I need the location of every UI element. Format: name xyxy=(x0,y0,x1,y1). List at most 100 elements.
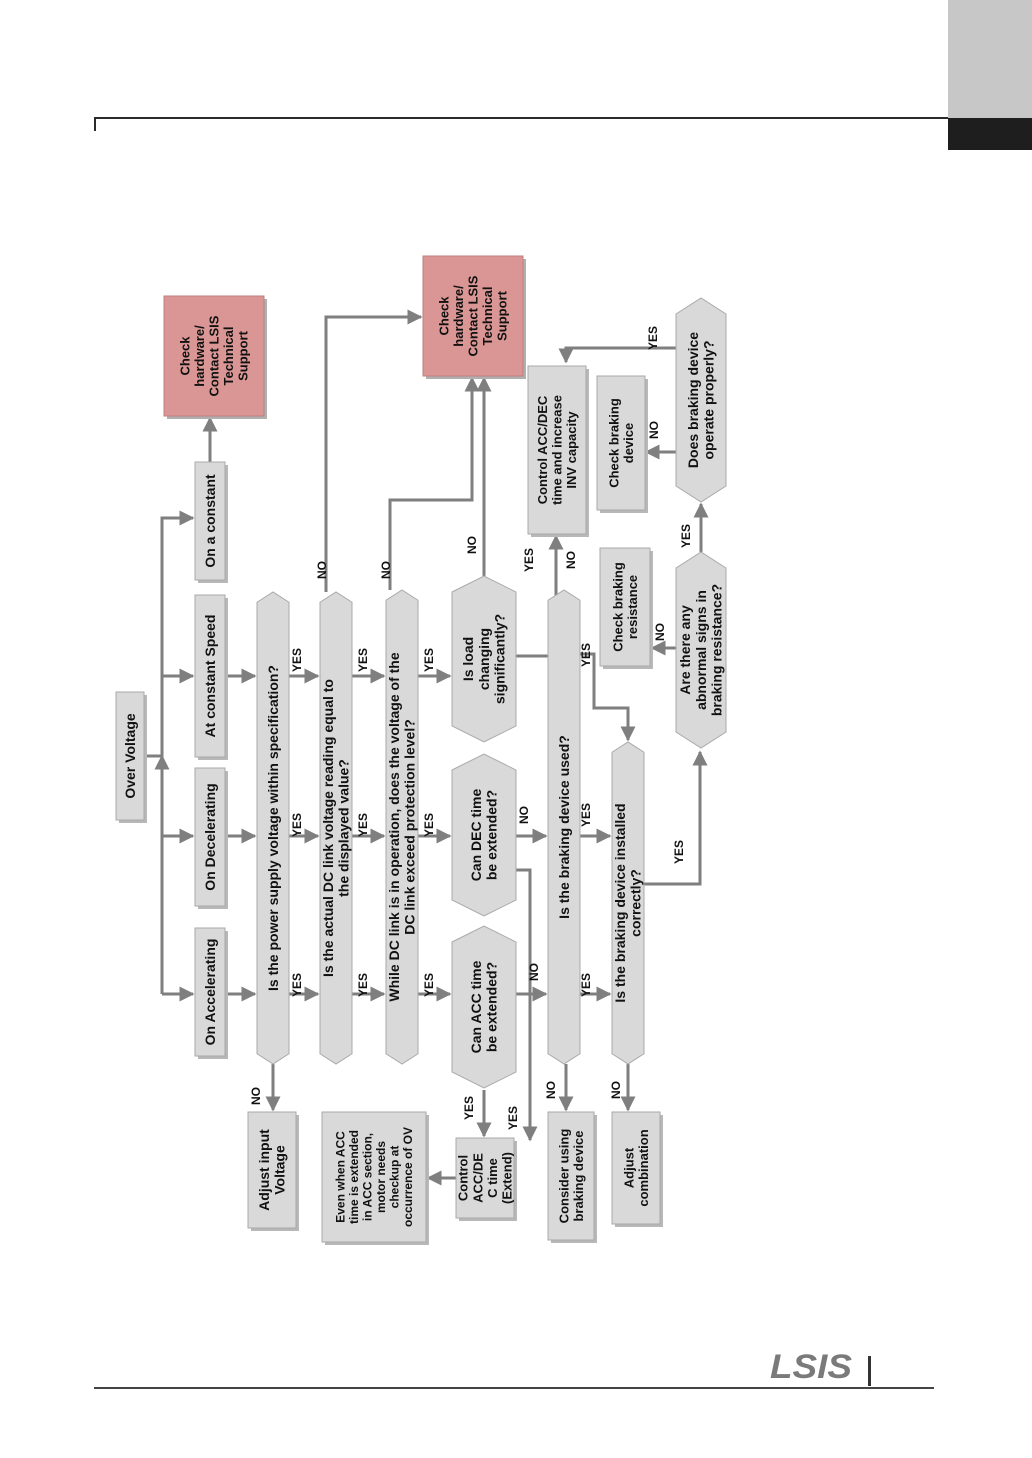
node-label-line: Check braking xyxy=(606,398,621,488)
node-label-line: be extended? xyxy=(484,790,500,880)
decision-shape xyxy=(611,741,645,1065)
header-rule xyxy=(94,117,948,119)
process-box xyxy=(455,1137,515,1219)
node-on-decelerating: On Decelerating xyxy=(194,767,228,909)
node-label-line: Voltage xyxy=(272,1145,288,1195)
decision-shape xyxy=(319,591,353,1065)
node-q-braking-operate: Does braking deviceoperate properly? xyxy=(675,297,727,503)
node-label-line: Control xyxy=(456,1155,471,1201)
node-label-line: Is the power supply voltage within speci… xyxy=(265,665,281,991)
node-label-line: Is the actual DC link voltage reading eq… xyxy=(320,679,336,977)
node-label-line: At constant Speed xyxy=(202,615,218,738)
node-label: Control ACC/DECtime and increaseINV capa… xyxy=(535,395,579,505)
yes-label: YES xyxy=(579,803,593,827)
node-label-line: ACC/DE xyxy=(470,1153,485,1203)
yes-label: YES xyxy=(646,326,660,350)
no-label: NO xyxy=(564,551,578,569)
node-label-line: Check xyxy=(436,296,451,336)
node-label: Checkhardware/Contact LSISTechnicalSuppo… xyxy=(436,275,509,356)
node-label-line: be extended? xyxy=(484,962,500,1052)
no-label: NO xyxy=(609,1081,623,1099)
process-box xyxy=(247,1111,297,1229)
no-label: NO xyxy=(249,1087,263,1105)
process-box xyxy=(115,691,145,821)
node-label-line: Control ACC/DEC xyxy=(535,395,550,504)
node-label-line: INV capacity xyxy=(564,411,579,489)
node-label-line: hardware/ xyxy=(192,325,207,387)
node-on-a-constant: On a constant xyxy=(194,461,228,583)
yes-label: YES xyxy=(422,648,436,672)
yes-label: YES xyxy=(672,840,686,864)
node-label-line: motor needs xyxy=(374,1141,388,1213)
lsis-logo-text: LSIS xyxy=(770,1348,852,1386)
node-label-line: device xyxy=(621,423,636,463)
node-label-line: Check braking xyxy=(610,562,625,652)
header-rule-tick xyxy=(94,117,96,131)
node-label: On Decelerating xyxy=(202,783,218,890)
node-label-line: checkup at xyxy=(387,1146,401,1209)
node-q-dc-link-protection: While DC link is in operation, does the … xyxy=(385,589,419,1065)
node-label: On Accelerating xyxy=(202,939,218,1046)
node-q-load-changing: Is loadchangingsignificantly? xyxy=(451,575,517,743)
node-label-line: correctly? xyxy=(628,869,644,937)
node-label-line: Is the braking device used? xyxy=(556,735,572,919)
connector-arrow xyxy=(145,510,195,758)
node-label-line: Does braking device xyxy=(685,332,701,468)
no-label: NO xyxy=(379,561,393,579)
node-label-line: (Extend) xyxy=(499,1152,514,1204)
decision-shape xyxy=(451,575,517,743)
node-label-line: combination xyxy=(636,1129,651,1206)
node-label: Consider usingbraking device xyxy=(556,1129,586,1224)
node-q-dec-time: Can DEC timebe extended? xyxy=(451,753,517,917)
no-label: NO xyxy=(315,561,329,579)
process-box xyxy=(194,594,226,758)
process-box xyxy=(527,365,587,535)
node-over-voltage: Over Voltage xyxy=(115,691,147,823)
node-label: Adjust inputVoltage xyxy=(256,1129,288,1211)
node-label: Is the power supply voltage within speci… xyxy=(265,665,281,991)
no-label: NO xyxy=(465,536,479,554)
no-label: NO xyxy=(647,421,661,439)
node-label: Over Voltage xyxy=(122,713,138,799)
node-on-accelerating: On Accelerating xyxy=(194,927,228,1059)
yes-label: YES xyxy=(422,813,436,837)
connector-arrow xyxy=(324,309,423,592)
decision-shape xyxy=(547,589,581,1065)
no-label: NO xyxy=(544,1081,558,1099)
node-label-line: Technical xyxy=(480,286,495,345)
node-label-line: time is extended xyxy=(347,1130,361,1224)
decision-shape xyxy=(451,925,517,1089)
node-label: Can DEC timebe extended? xyxy=(468,789,500,882)
yes-label: YES xyxy=(290,973,304,997)
node-label-line: Check xyxy=(177,336,192,376)
node-label: At constant Speed xyxy=(202,615,218,738)
decision-shape xyxy=(451,753,517,917)
node-label-line: DC link exceed protection level? xyxy=(402,719,418,935)
node-label-line: operate properly? xyxy=(701,340,717,459)
node-check-braking-device: Check brakingdevice xyxy=(596,375,648,513)
node-label-line: in ACC section, xyxy=(361,1133,375,1221)
node-label: Check brakingdevice xyxy=(606,398,636,488)
node-label-line: Can ACC time xyxy=(468,960,484,1053)
process-box xyxy=(547,1111,595,1241)
node-q-dc-link-reading: Is the actual DC link voltage reading eq… xyxy=(319,591,353,1065)
node-q-abnormal-signs: Are there anyabnormal signs inbraking re… xyxy=(675,551,727,749)
support-box xyxy=(163,295,265,417)
yes-label: YES xyxy=(506,1106,520,1130)
support-box xyxy=(422,255,524,377)
node-label-line: Can DEC time xyxy=(468,789,484,882)
node-q-braking-installed: Is the braking device installedcorrectly… xyxy=(611,741,645,1065)
node-adjust-combination: Adjustcombination xyxy=(611,1111,663,1227)
node-label-line: Even when ACC xyxy=(334,1131,348,1223)
yes-label: YES xyxy=(422,973,436,997)
node-check-braking-resistance: Check brakingresistance xyxy=(599,547,653,669)
node-label-line: Consider using xyxy=(556,1129,571,1224)
yes-label: YES xyxy=(522,548,536,572)
decision-shape xyxy=(675,297,727,503)
node-label-line: Contact LSIS xyxy=(466,275,481,356)
node-label: Adjustcombination xyxy=(621,1129,651,1206)
process-box xyxy=(194,927,226,1057)
node-label-line: Technical xyxy=(221,326,236,385)
node-label-line: On a constant xyxy=(202,474,218,568)
